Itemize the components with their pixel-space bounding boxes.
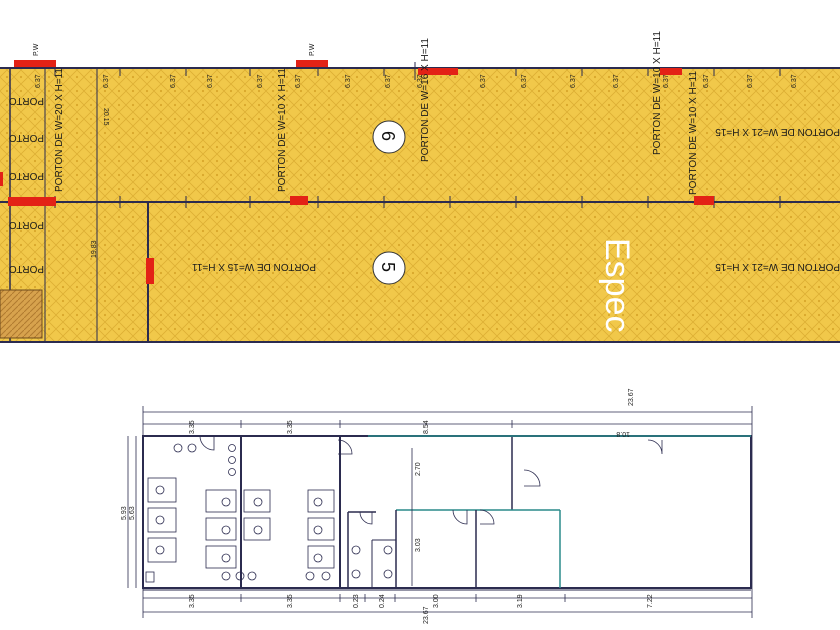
door-label-3: PORTON DE W=16 X H=11 xyxy=(420,38,431,162)
bay-width-label: 6.37 xyxy=(170,74,177,88)
door-swing xyxy=(199,435,215,451)
door-label-2: PORTON DE W=10 X H=11 xyxy=(277,68,288,192)
zone-6-label: 6 xyxy=(378,131,398,141)
bay-width-label: 6.37 xyxy=(417,74,424,88)
door-label-4: PORTON DE W=10 X H=11 xyxy=(652,31,663,155)
lower-plan xyxy=(127,406,753,618)
zone-5-circle xyxy=(372,251,406,285)
door-swing xyxy=(479,509,495,525)
pw-marker xyxy=(14,60,56,67)
bay-width-label: 6.37 xyxy=(570,74,577,88)
door-swing xyxy=(359,511,373,525)
door-label-8: PORTON DE W=21 X H=15 xyxy=(715,261,840,272)
width-dim-lower: 19.83 xyxy=(91,240,98,258)
bay-width-label: 6.37 xyxy=(703,74,710,88)
mid-lower-dim: 3.03 xyxy=(415,538,422,552)
bay-width-label: 6.37 xyxy=(613,74,620,88)
bottom-seg-dim: 3.19 xyxy=(517,594,524,608)
door-label-7: PORTON DE W=21 X H=15 xyxy=(715,126,840,137)
bottom-seg-dim: 3.35 xyxy=(189,594,196,608)
port-label: PORTO xyxy=(9,95,44,106)
port-label: PORTO xyxy=(9,132,44,143)
bay-width-label: 6.37 xyxy=(480,74,487,88)
bay-labels: 6.37 6.37 6.37 6.37 6.37 6.37 6.37 6.37 … xyxy=(35,74,798,88)
bottom-seg-dim: 0.23 xyxy=(353,594,360,608)
mid-upper-dim: 2.70 xyxy=(415,462,422,476)
top-seg-dim: 3.35 xyxy=(189,420,196,434)
door-swing xyxy=(647,439,663,455)
bay-width-label: 6.37 xyxy=(521,74,528,88)
left-port-labels: PORTO PORTO PORTO PORTO PORTO xyxy=(9,95,44,274)
door-marker xyxy=(418,68,458,75)
zone-5-label: 5 xyxy=(378,262,398,272)
door-marker xyxy=(660,68,682,75)
door-marker xyxy=(694,196,714,205)
width-dim-upper: 20.15 xyxy=(102,108,109,126)
total-bottom-dim: 23.67 xyxy=(423,606,430,624)
top-seg-dim: 8.54 xyxy=(423,420,430,434)
door-swing xyxy=(337,439,353,455)
bay-width-label: 6.37 xyxy=(385,74,392,88)
door-swing xyxy=(452,509,468,525)
height-dim-outer-label: 5.93 xyxy=(121,506,128,520)
top-seg-dim: 3.35 xyxy=(287,420,294,434)
pw-label: P.W xyxy=(309,43,316,56)
bay-width-label: 6.37 xyxy=(791,74,798,88)
door-label-1: PORTON DE W=20 X H=11 xyxy=(54,68,65,192)
zone-6-circle xyxy=(372,120,406,154)
bay-width-label: 6.37 xyxy=(257,74,264,88)
port-label: PORTO xyxy=(9,263,44,274)
bay-width-label: 6.37 xyxy=(295,74,302,88)
bay-width-label: 6.37 xyxy=(103,74,110,88)
upper-plan: 6.37 6.37 6.37 6.37 6.37 6.37 6.37 6.37 … xyxy=(0,31,840,343)
bay-width-label: 6.37 xyxy=(747,74,754,88)
door-marker xyxy=(146,258,154,284)
bay-width-label: 6.37 xyxy=(345,74,352,88)
bottom-seg-dim: 3.00 xyxy=(433,594,440,608)
bottom-seg-dim: 3.35 xyxy=(287,594,294,608)
total-top-dim: 23.67 xyxy=(628,388,635,406)
watermark-text: Espec xyxy=(598,238,636,333)
bay-width-label: 6.37 xyxy=(35,74,42,88)
door-label-5: PORTON DE W=10 X H=11 xyxy=(688,71,699,195)
top-seg-dim: 10.8 xyxy=(616,430,630,437)
bottom-seg-dim: 0.24 xyxy=(379,594,386,608)
bay-width-label: 6.37 xyxy=(207,74,214,88)
height-dim-inner-label: 5.63 xyxy=(129,506,136,520)
toilet-fixtures xyxy=(305,489,393,581)
port-label: PORTO xyxy=(9,219,44,230)
office-block xyxy=(0,289,43,339)
toilet-fixtures xyxy=(205,444,271,581)
lower-plan-labels: 23.67 3.35 3.35 8.54 10.8 3.35 3.35 0.23… xyxy=(121,388,654,624)
door-label-6: PORTON DE W=15 X H=11 xyxy=(192,261,316,272)
door-marker xyxy=(0,172,3,186)
pw-marker xyxy=(296,60,328,67)
pw-label: P.W xyxy=(33,43,40,56)
door-marker xyxy=(290,196,308,205)
door-marker xyxy=(8,197,56,206)
bottom-seg-dim: 7.22 xyxy=(647,594,654,608)
bay-width-label: 6.37 xyxy=(663,74,670,88)
port-label: PORTO xyxy=(9,170,44,181)
door-swing xyxy=(523,469,541,487)
toilet-fixtures xyxy=(145,443,197,583)
